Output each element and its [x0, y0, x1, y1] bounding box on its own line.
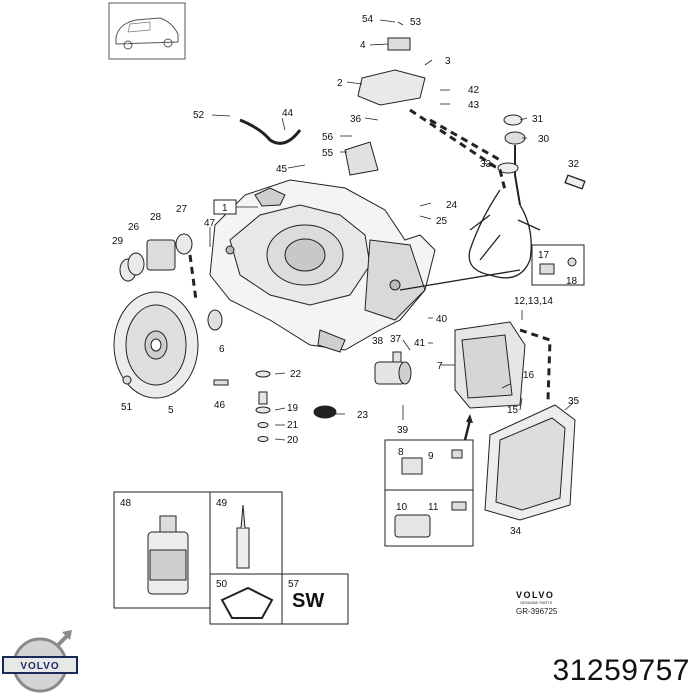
- callout-24: 24: [446, 200, 458, 211]
- callout-6: 6: [219, 344, 225, 355]
- callout-31: 31: [532, 114, 544, 125]
- brand-block: VOLVO GENUINE PARTS GR-396725: [516, 590, 596, 616]
- callout-20: 20: [287, 435, 299, 446]
- callout-36: 36: [350, 114, 362, 125]
- brand-word: VOLVO: [516, 590, 555, 600]
- callout-25: 25: [436, 216, 448, 227]
- callout-28: 28: [150, 212, 162, 223]
- callout-47: 47: [204, 218, 216, 229]
- bolts: [122, 375, 229, 386]
- callout-53: 53: [410, 17, 422, 28]
- cap-23: [313, 405, 337, 419]
- callout-22: 22: [290, 369, 302, 380]
- callout-54: 54: [362, 14, 374, 25]
- callout-4: 4: [360, 40, 366, 51]
- callout-43: 43: [468, 100, 480, 111]
- pipe-44: [239, 118, 302, 145]
- callout-labels: 54 53 4 3 2 42 43 52 44 36 31 30 56 55 4…: [112, 14, 580, 590]
- callout-26: 26: [128, 222, 140, 233]
- callout-38: 38: [372, 336, 384, 347]
- callout-52: 52: [193, 110, 205, 121]
- gasket-50: [220, 586, 274, 619]
- dipstick-tube: [497, 114, 526, 206]
- callout-17: 17: [538, 250, 550, 261]
- callout-37: 37: [390, 334, 402, 345]
- bracket-55: [344, 141, 379, 176]
- callout-23: 23: [357, 410, 369, 421]
- callout-8: 8: [398, 447, 404, 458]
- callout-34: 34: [510, 526, 522, 537]
- transmission-housing: [209, 179, 436, 353]
- callout-51: 51: [121, 402, 133, 413]
- control-module: [357, 37, 426, 106]
- callout-18: 18: [566, 276, 578, 287]
- callout-12-13-14: 12,13,14: [514, 296, 553, 307]
- callout-16: 16: [523, 370, 535, 381]
- connector-box: [531, 244, 585, 286]
- consumables-boxes: [113, 491, 349, 625]
- seal-6: [207, 309, 223, 331]
- leader-lines: [209, 19, 574, 441]
- callout-39: 39: [397, 425, 409, 436]
- callout-48: 48: [120, 498, 132, 509]
- seal-stack: [119, 233, 193, 282]
- callout-19: 19: [287, 403, 299, 414]
- callout-10: 10: [396, 502, 408, 513]
- callout-9: 9: [428, 451, 434, 462]
- callout-7: 7: [437, 361, 443, 372]
- callout-33: 33: [480, 159, 492, 170]
- valve-body: [454, 321, 526, 409]
- callout-44: 44: [282, 108, 294, 119]
- callout-3: 3: [445, 56, 451, 67]
- callout-35: 35: [568, 396, 580, 407]
- callout-55: 55: [322, 148, 334, 159]
- dashed-leaders: [188, 108, 552, 401]
- callout-57: 57: [288, 579, 300, 590]
- callout-32: 32: [568, 159, 580, 170]
- arrow-to-inset: [463, 419, 472, 441]
- diagram-reference: GR-396725: [516, 607, 558, 616]
- solenoid-37: [374, 351, 412, 385]
- sealant-tube: [236, 504, 250, 569]
- arrow-head: [466, 414, 473, 423]
- callout-41: 41: [414, 338, 426, 349]
- callout-1-box: [213, 199, 237, 215]
- callout-1: 1: [222, 203, 228, 214]
- callout-50: 50: [216, 579, 228, 590]
- callout-29: 29: [112, 236, 124, 247]
- callout-42: 42: [468, 85, 480, 96]
- sw-label: SW: [292, 590, 325, 612]
- torque-converter: [113, 291, 199, 399]
- part-number: 31259757: [552, 654, 690, 687]
- callout-27: 27: [176, 204, 188, 215]
- wiring-harness: [399, 174, 586, 291]
- callout-45: 45: [276, 164, 288, 175]
- volvo-logo-text: VOLVO: [20, 661, 59, 672]
- volvo-logo: [2, 630, 78, 693]
- oil-pan: [484, 404, 576, 521]
- inset-box-10-11: [384, 489, 474, 547]
- callout-56: 56: [322, 132, 334, 143]
- callout-40: 40: [436, 314, 448, 325]
- drain-plug-stack: [255, 370, 271, 442]
- fluid-bottle: [147, 515, 189, 595]
- callout-2: 2: [337, 78, 343, 89]
- callout-30: 30: [538, 134, 550, 145]
- callout-15: 15: [507, 405, 519, 416]
- callout-5: 5: [168, 405, 174, 416]
- callout-21: 21: [287, 420, 299, 431]
- brand-sub: GENUINE PARTS: [520, 600, 553, 605]
- inset-box-8-9: [384, 439, 474, 491]
- callout-49: 49: [216, 498, 228, 509]
- car-thumbnail: [108, 2, 186, 60]
- callout-46: 46: [214, 400, 226, 411]
- callout-11: 11: [428, 502, 439, 513]
